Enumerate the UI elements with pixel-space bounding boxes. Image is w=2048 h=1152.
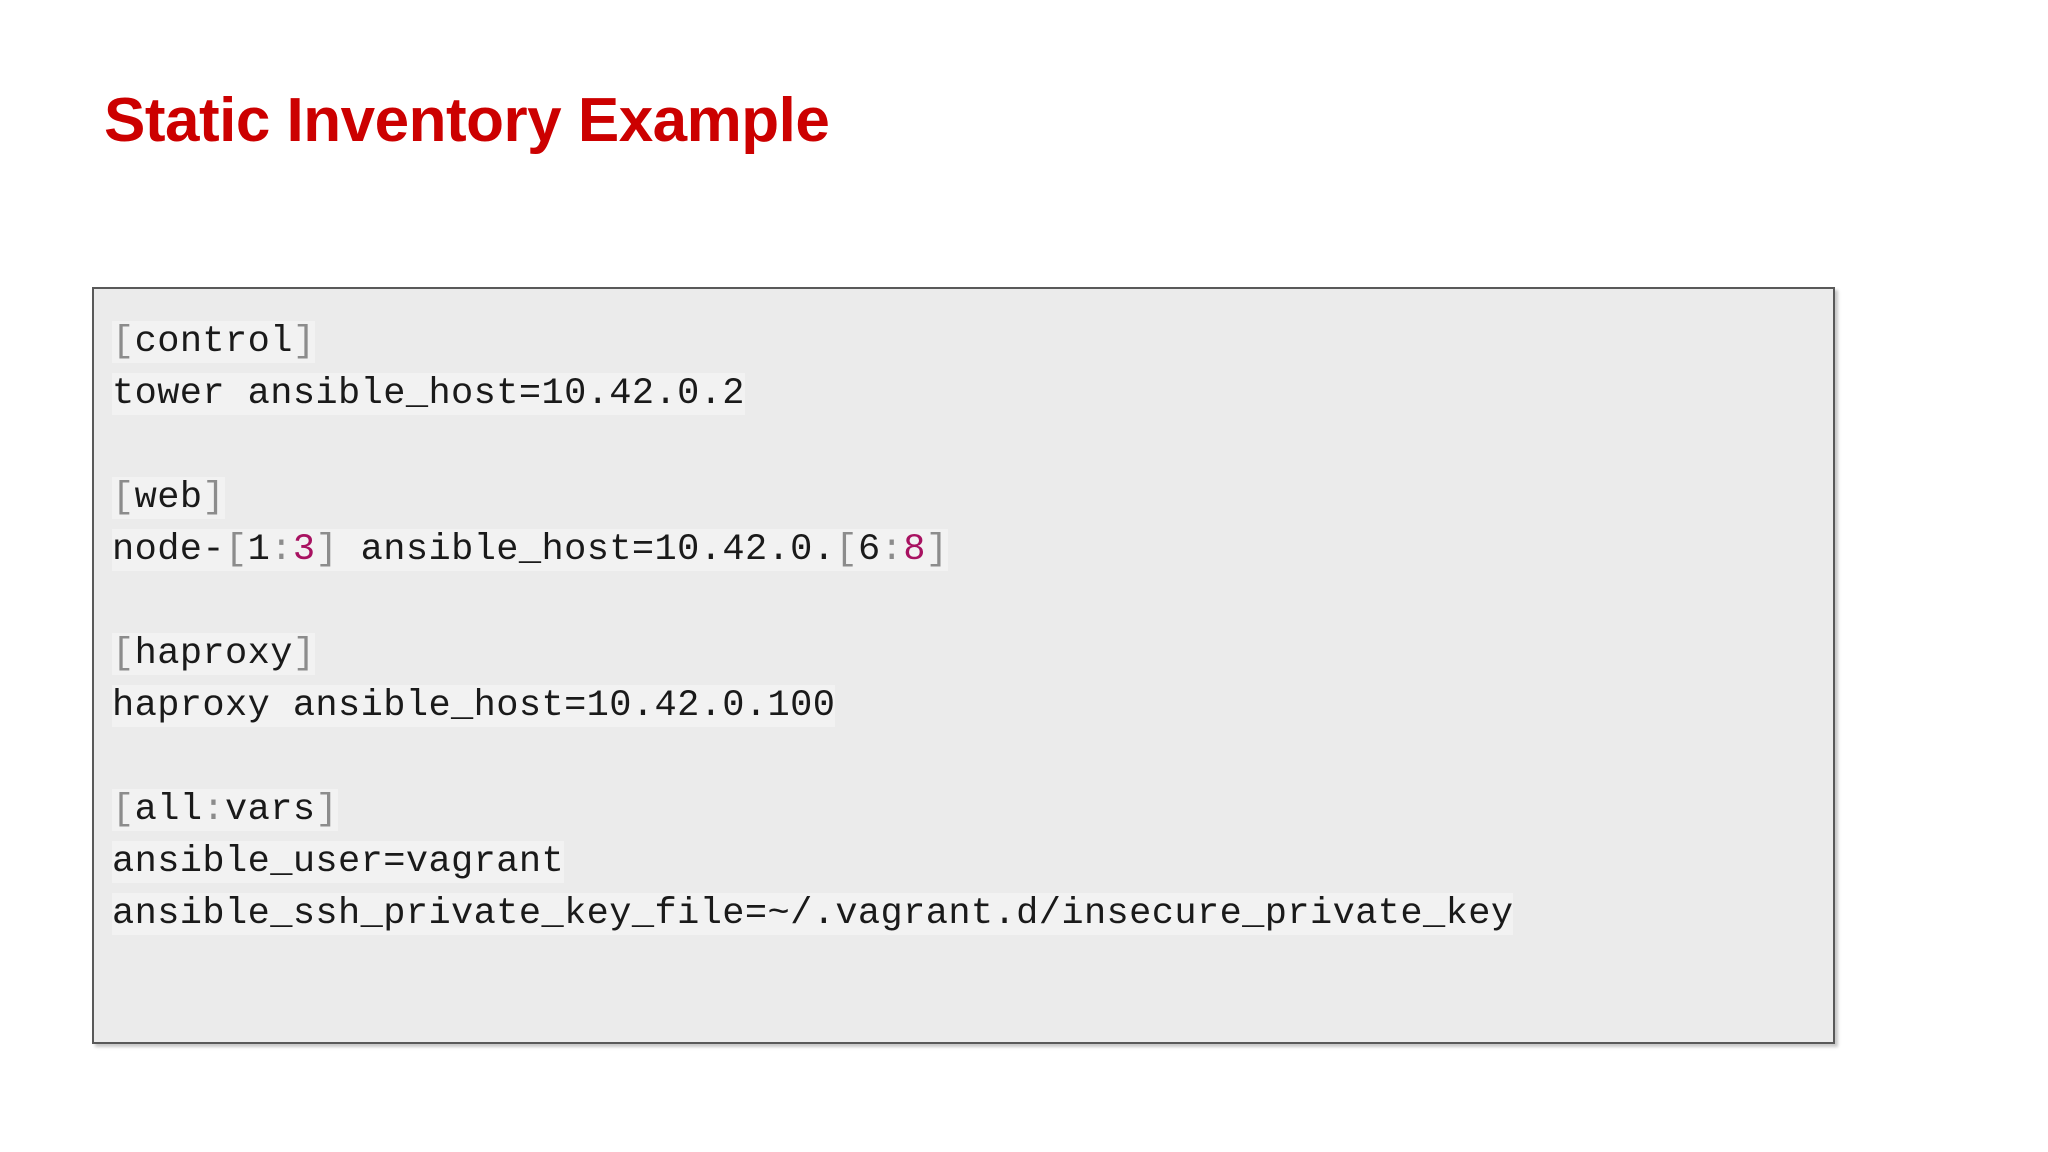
code-token-punct: [	[835, 529, 858, 571]
code-line-text: [all:vars]	[112, 789, 339, 831]
code-token-punct: :	[270, 529, 293, 571]
code-token-plain: vars	[225, 789, 316, 831]
code-token-punct: ]	[315, 529, 339, 571]
line-blank-3	[112, 732, 1833, 784]
code-line-text: haproxy ansible_host=10.42.0.100	[112, 685, 836, 727]
code-token-punct: [	[112, 477, 135, 519]
code-token-plain: tower ansible_host=10.42.0.2	[112, 373, 745, 415]
code-token-punct: ]	[315, 789, 339, 831]
code-token-plain: haproxy	[134, 633, 293, 675]
line-node-range: node-[1:3] ansible_host=10.42.0.[6:8]	[112, 524, 1833, 576]
code-token-punct: [	[225, 529, 248, 571]
code-token-punct: [	[112, 789, 135, 831]
code-line-text: node-[1:3] ansible_host=10.42.0.[6:8]	[112, 529, 949, 571]
code-token-plain: all	[134, 789, 203, 831]
code-token-plain: 1	[247, 529, 271, 571]
code-token-punct: :	[202, 789, 226, 831]
code-token-punct: ]	[925, 529, 949, 571]
code-token-punct: [	[112, 321, 135, 363]
code-token-plain: ansible_host=10.42.0.	[338, 529, 836, 571]
code-line-text: ansible_ssh_private_key_file=~/.vagrant.…	[112, 893, 1514, 935]
line-blank-1	[112, 420, 1833, 472]
line-ssh-private-key: ansible_ssh_private_key_file=~/.vagrant.…	[112, 888, 1833, 940]
line-haproxy-header: [haproxy]	[112, 628, 1833, 680]
code-token-num: 8	[903, 529, 926, 571]
code-listing: [control]tower ansible_host=10.42.0.2 [w…	[112, 316, 1833, 940]
code-line-text: [haproxy]	[112, 633, 316, 675]
code-block: [control]tower ansible_host=10.42.0.2 [w…	[92, 287, 1835, 1044]
line-ansible-user: ansible_user=vagrant	[112, 836, 1833, 888]
line-allvars-header: [all:vars]	[112, 784, 1833, 836]
code-line-text: [web]	[112, 477, 226, 519]
line-blank-2	[112, 576, 1833, 628]
code-token-plain: control	[134, 321, 293, 363]
code-line-text: [control]	[112, 321, 316, 363]
code-token-plain: node-	[112, 529, 226, 571]
code-token-plain: ansible_ssh_private_key_file=~/.vagrant.…	[112, 893, 1514, 935]
code-token-plain: ansible_user=vagrant	[112, 841, 565, 883]
line-control-header: [control]	[112, 316, 1833, 368]
code-token-punct: ]	[292, 633, 316, 675]
code-line-text: tower ansible_host=10.42.0.2	[112, 373, 745, 415]
code-token-punct: ]	[202, 477, 226, 519]
code-token-punct: [	[112, 633, 135, 675]
code-token-punct: :	[880, 529, 904, 571]
code-token-plain: haproxy ansible_host=10.42.0.100	[112, 685, 836, 727]
line-tower-host: tower ansible_host=10.42.0.2	[112, 368, 1833, 420]
code-token-plain: 6	[857, 529, 881, 571]
code-token-punct: ]	[292, 321, 316, 363]
page-title: Static Inventory Example	[104, 85, 830, 155]
code-line-text: ansible_user=vagrant	[112, 841, 565, 883]
code-token-num: 3	[292, 529, 316, 571]
line-web-header: [web]	[112, 472, 1833, 524]
line-haproxy-host: haproxy ansible_host=10.42.0.100	[112, 680, 1833, 732]
code-token-plain: web	[134, 477, 203, 519]
